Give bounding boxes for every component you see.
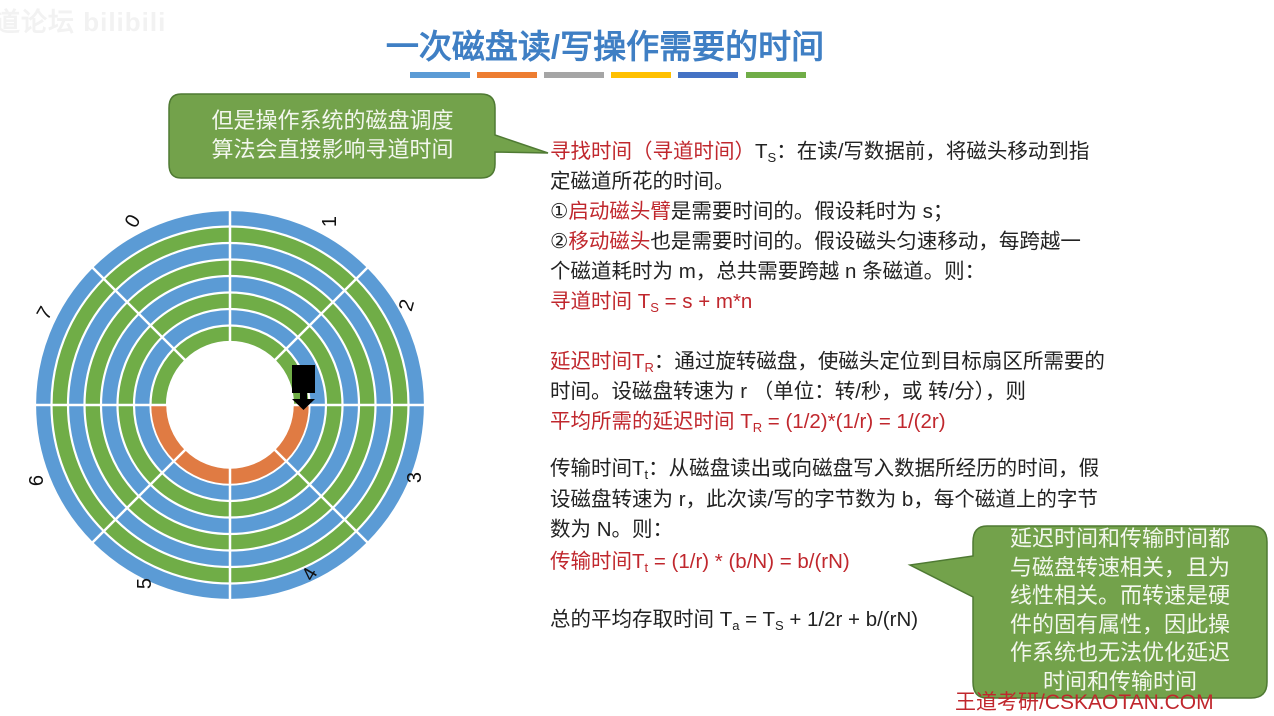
text-segment: 延迟时间T <box>550 350 645 373</box>
footer-brand: 王道考研/CSKAOTAN.COM <box>955 691 1214 714</box>
subscript: S <box>774 618 784 633</box>
callout-line: 时间和传输时间 <box>1042 668 1197 694</box>
text-segment: 启动磁头臂 <box>568 200 671 223</box>
text-segment: 寻道时间 T <box>550 290 651 313</box>
watermark: 道论坛 bilibili <box>0 7 167 37</box>
subscript: S <box>767 150 777 165</box>
text-line: 寻找时间（寻道时间）TS：在读/写数据前，将磁头移动到指 <box>550 138 1089 172</box>
text-segment: ① <box>550 200 569 223</box>
text-segment: 数为 N。则： <box>550 518 673 541</box>
subscript: t <box>644 560 649 575</box>
text-segment: = (1/r) * (b/N) = b/(rN) <box>648 550 850 573</box>
text-line: ①启动磁头臂是需要时间的。假设耗时为 s； <box>550 198 953 226</box>
text-segment: ：通过旋转磁盘，使磁头定位到目标扇区所需要的 <box>653 350 1105 373</box>
text-line: 定磁道所花的时间。 <box>550 168 735 196</box>
disk-head-icon <box>292 365 315 393</box>
callout-top-text: 但是操作系统的磁盘调度 算法会直接影响寻道时间 <box>175 106 490 164</box>
title-bar-segment <box>611 72 671 78</box>
callout-line: 作系统也无法优化延迟 <box>1009 640 1230 665</box>
subscript: S <box>650 300 659 315</box>
callout-top-shape <box>168 93 549 179</box>
text-segment: 定磁道所花的时间。 <box>550 170 735 193</box>
text-line: ②移动磁头也是需要时间的。假设磁头匀速移动，每跨越一 <box>550 228 1081 256</box>
title-bar-segment <box>410 72 470 78</box>
text-segment: 平均所需的延迟时间 T <box>550 410 753 433</box>
title-bar-segment <box>544 72 604 78</box>
disk-hole <box>167 342 293 468</box>
text-line: 传输时间Tt = (1/r) * (b/N) = b/(rN) <box>550 548 850 582</box>
text-segment: 个磁道耗时为 m，总共需要跨越 n 条磁道。则： <box>550 260 986 283</box>
text-line: 寻道时间 TS = s + m*n <box>550 288 752 322</box>
sector-label: 6 <box>26 474 49 487</box>
callout-bottom-shape <box>907 525 1268 699</box>
text-line: 设磁盘转速为 r，此次读/写的字节数为 b，每个磁道上的字节 <box>550 486 1098 514</box>
disk-head-stem <box>300 393 307 401</box>
sector-label: 3 <box>404 471 427 484</box>
callout-line: 件的固有属性，因此操 <box>1009 611 1230 637</box>
subscript: R <box>752 420 763 435</box>
text-line: 延迟时间TR：通过旋转磁盘，使磁头定位到目标扇区所需要的 <box>550 348 1105 382</box>
disk-head-arrow-icon <box>292 399 315 410</box>
text-segment: 移动磁头 <box>568 230 651 253</box>
text-segment: + 1/2r + b/(rN) <box>783 608 919 631</box>
callout-line: 算法会直接影响寻道时间 <box>211 137 454 162</box>
text-line: 传输时间Tt：从磁盘读出或向磁盘写入数据所经历的时间，假 <box>550 455 1099 489</box>
text-segment: ：从磁盘读出或向磁盘写入数据所经历的时间，假 <box>648 457 1100 480</box>
text-segment: T <box>755 140 768 163</box>
text-line: 时间。设磁盘转速为 r （单位：转/秒，或 转/分），则 <box>550 378 1026 406</box>
subscript: a <box>732 618 740 633</box>
title-bar-segment <box>746 72 806 78</box>
subscript: R <box>644 360 654 375</box>
callout-line: 延迟时间和传输时间都 <box>1009 526 1230 551</box>
text-segment: 设磁盘转速为 r，此次读/写的字节数为 b，每个磁道上的字节 <box>550 488 1098 511</box>
text-segment: 寻找时间（寻道时间） <box>550 140 755 163</box>
text-segment: ② <box>550 230 569 253</box>
text-segment: 传输时间T <box>550 457 645 480</box>
text-segment: 传输时间T <box>550 550 645 573</box>
text-segment: 时间。设磁盘转速为 r （单位：转/秒，或 转/分），则 <box>550 380 1027 403</box>
callout-line: 与磁盘转速相关，且为 <box>1009 554 1230 580</box>
title-bar-segment <box>678 72 738 78</box>
text-line: 平均所需的延迟时间 TR = (1/2)*(1/r) = 1/(2r) <box>550 408 946 442</box>
text-segment: = s + m*n <box>658 290 753 313</box>
text-segment: 是需要时间的。假设耗时为 s； <box>670 200 954 223</box>
subscript: t <box>644 467 649 482</box>
callout-line: 线性相关。而转速是硬 <box>1009 583 1230 608</box>
disk-diagram <box>33 208 427 602</box>
text-line: 数为 N。则： <box>550 516 673 544</box>
text-segment: = (1/2)*(1/r) = 1/(2r) <box>762 410 946 433</box>
title-bar-segment <box>477 72 537 78</box>
text-line: 总的平均存取时间 Ta = TS + 1/2r + b/(rN) <box>550 606 918 640</box>
text-segment: ：在读/写数据前，将磁头移动到指 <box>776 140 1090 163</box>
text-segment: 总的平均存取时间 T <box>550 608 733 631</box>
callout-line: 但是操作系统的磁盘调度 <box>211 108 454 133</box>
callout-bottom-text: 延迟时间和传输时间都 与磁盘转速相关，且为 线性相关。而转速是硬 件的固有属性，… <box>978 525 1262 696</box>
text-line: 个磁道耗时为 m，总共需要跨越 n 条磁道。则： <box>550 258 985 286</box>
slide-title: 一次磁盘读/写操作需要的时间 <box>385 28 825 65</box>
text-segment: = T <box>739 608 775 631</box>
sector-label: 1 <box>319 215 342 228</box>
text-segment: 也是需要时间的。假设磁头匀速移动，每跨越一 <box>650 230 1081 253</box>
sector-label: 5 <box>134 577 157 590</box>
